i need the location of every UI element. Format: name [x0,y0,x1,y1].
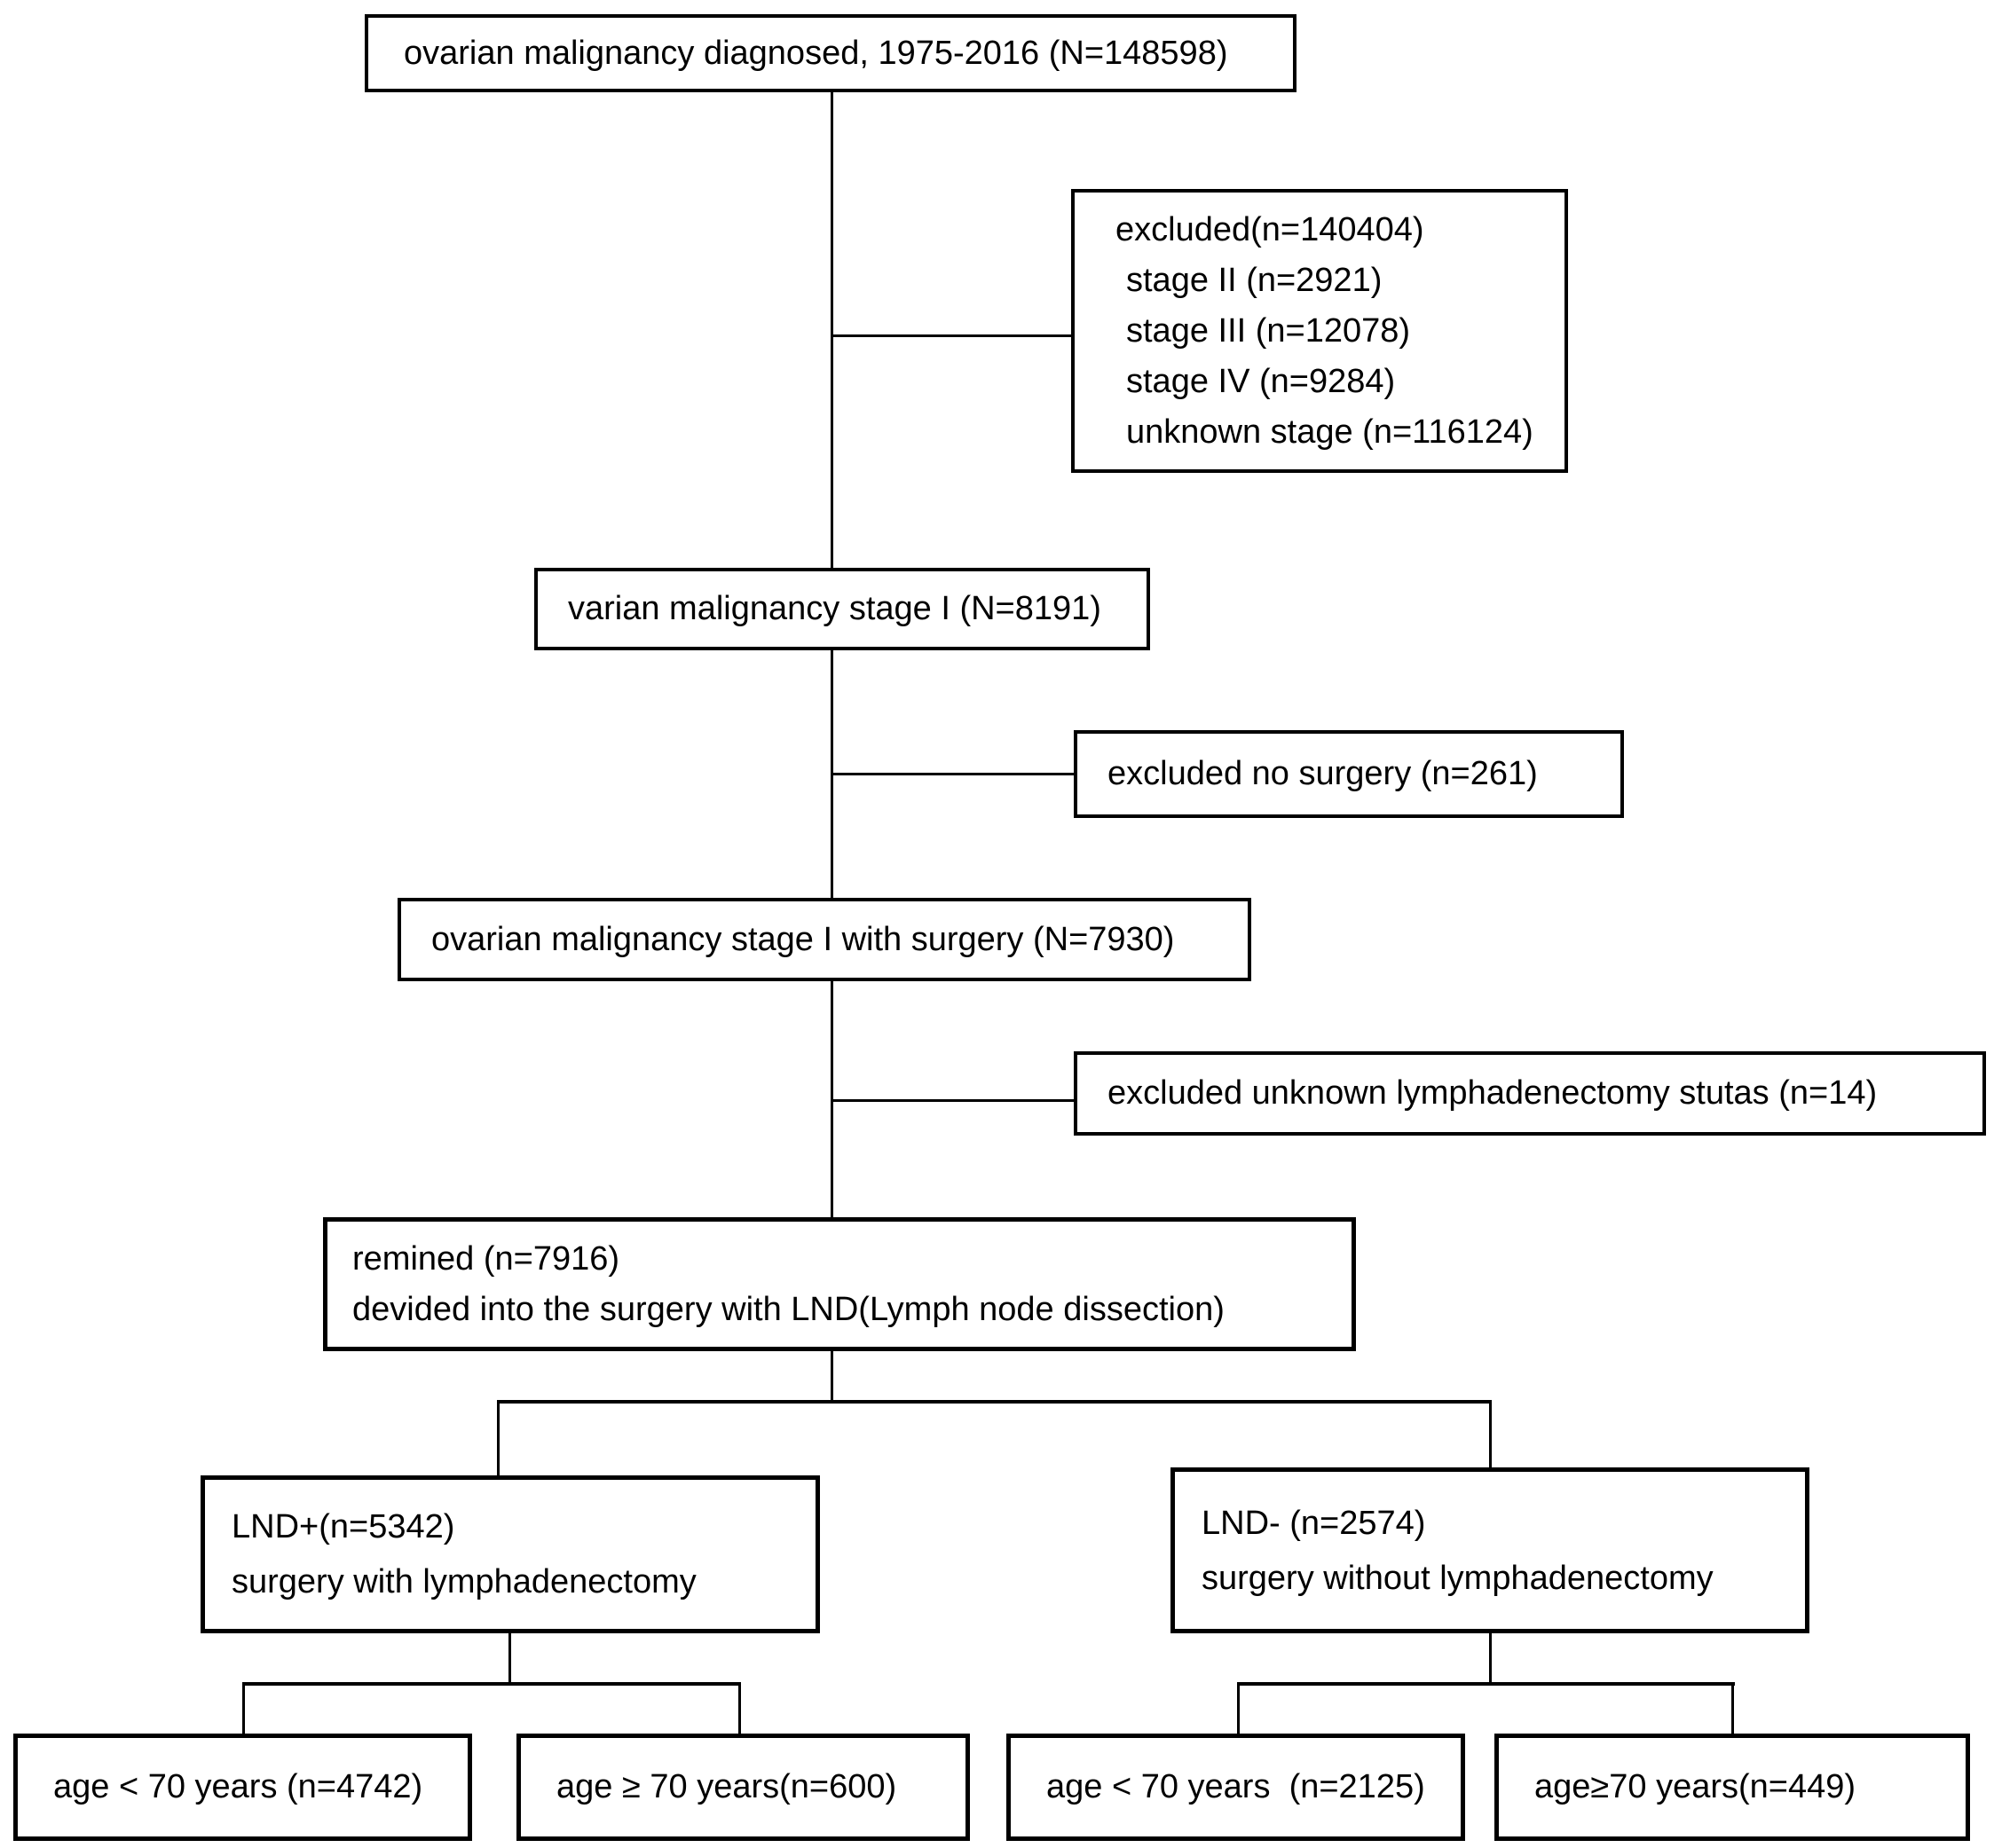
box-age-lt70-lnd: age < 70 years (n=4742) [13,1734,472,1841]
box-excluded-no-surgery-label: excluded no surgery (n=261) [1107,755,1538,792]
connector-drop-age-ge70-nolnd [1731,1682,1734,1735]
box-stage1-surgery-label: ovarian malignancy stage I with surgery … [431,920,1175,958]
box-age-ge70-lnd: age ≥ 70 years(n=600) [516,1734,970,1841]
remained-line: devided into the surgery with LND(Lymph … [352,1290,1225,1328]
box-age-lt70-nolnd: age < 70 years (n=2125) [1006,1734,1465,1841]
lnd-plus-line: surgery with lymphadenectomy [232,1563,697,1600]
connector-split-bar-lnd-minus-age [1237,1682,1735,1686]
excluded-stage-line: stage IV (n=9284) [1126,362,1396,400]
box-diagnosed-label: ovarian malignancy diagnosed, 1975-2016 … [404,34,1228,72]
box-excluded-no-surgery: excluded no surgery (n=261) [1074,730,1624,818]
lnd-plus-line: LND+(n=5342) [232,1508,455,1545]
connector-drop-age-lt70-nolnd [1237,1682,1240,1735]
connector-main-4 [831,1349,833,1403]
remained-line: remined (n=7916) [352,1239,620,1278]
lnd-minus-line: LND- (n=2574) [1202,1504,1426,1542]
box-excluded-stage: excluded(n=140404) stage II (n=2921) sta… [1071,189,1568,473]
connector-stem-lnd-plus [508,1632,511,1685]
excluded-stage-line: stage II (n=2921) [1126,261,1383,299]
connector-drop-age-ge70-lnd [738,1682,741,1735]
box-stage1-label: varian malignancy stage I (N=8191) [568,590,1101,627]
connector-branch-no-surgery [831,773,1076,775]
box-diagnosed: ovarian malignancy diagnosed, 1975-2016 … [365,14,1296,92]
box-stage1-surgery: ovarian malignancy stage I with surgery … [398,898,1251,981]
connector-split-bar-lnd [497,1400,1492,1404]
box-age-ge70-lnd-label: age ≥ 70 years(n=600) [556,1768,897,1805]
box-remained: remined (n=7916) devided into the surger… [323,1217,1356,1351]
connector-drop-age-lt70-lnd [242,1682,245,1735]
connector-split-bar-lnd-plus-age [242,1682,741,1686]
connector-drop-lnd-plus [497,1400,500,1477]
box-lnd-plus: LND+(n=5342) surgery with lymphadenectom… [201,1475,820,1633]
connector-stem-lnd-minus [1489,1632,1492,1685]
lnd-minus-line: surgery without lymphadenectomy [1202,1559,1714,1597]
connector-branch-excluded-stage [831,334,1073,337]
excluded-stage-line: stage III (n=12078) [1126,311,1411,350]
connector-main-1 [831,92,833,570]
box-age-lt70-nolnd-label: age < 70 years (n=2125) [1046,1768,1425,1805]
box-excluded-unknown-lnd: excluded unknown lymphadenectomy stutas … [1074,1051,1986,1136]
box-excluded-unknown-lnd-label: excluded unknown lymphadenectomy stutas … [1107,1074,1878,1112]
connector-drop-lnd-minus [1489,1400,1492,1469]
box-lnd-minus: LND- (n=2574) surgery without lymphadene… [1170,1467,1809,1633]
connector-branch-unknown-lnd [831,1099,1076,1102]
box-age-lt70-lnd-label: age < 70 years (n=4742) [53,1768,423,1805]
box-age-ge70-nolnd: age≥70 years(n=449) [1494,1734,1970,1841]
box-age-ge70-nolnd-label: age≥70 years(n=449) [1534,1768,1856,1805]
box-stage1: varian malignancy stage I (N=8191) [534,568,1150,650]
excluded-stage-line: excluded(n=140404) [1115,210,1424,248]
excluded-stage-line: unknown stage (n=116124) [1126,413,1533,451]
